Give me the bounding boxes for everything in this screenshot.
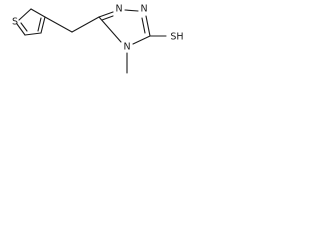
bond-c2-c3 <box>30 8 46 18</box>
thiophene-ring <box>16 8 46 36</box>
bond-c5t-n1-double <box>101 15 114 21</box>
atom-label-nitrogen-4: N <box>123 42 130 53</box>
chemical-structure-diagram: S N N N SH <box>12 4 184 74</box>
atom-label-thiophene-sulfur: S <box>12 17 18 28</box>
bond-c5-s-b <box>20 22 28 32</box>
bond-n1-n2 <box>124 9 139 12</box>
bond-n4-c5t <box>98 16 122 43</box>
bond-n2-c3t-double <box>141 17 146 34</box>
atom-label-thiol: SH <box>170 32 183 43</box>
bond-ch2-c5t <box>71 16 100 33</box>
bond-c5t-n1 <box>98 11 114 18</box>
bond-n2-c3t <box>145 15 151 37</box>
bond-c3t-n4 <box>132 35 151 45</box>
bond-s-c2 <box>18 8 32 21</box>
bond-c3-c4-b <box>37 17 42 32</box>
bond-c3-ch2 <box>44 16 73 33</box>
bond-c4-c5 <box>24 32 42 36</box>
atom-label-nitrogen-1: N <box>115 4 122 15</box>
atom-label-nitrogen-2: N <box>140 4 147 15</box>
methylene-linker <box>44 16 100 33</box>
bond-c3-c4-a <box>40 16 46 34</box>
triazole-ring <box>98 9 151 45</box>
bond-c5-s-a <box>16 23 26 36</box>
